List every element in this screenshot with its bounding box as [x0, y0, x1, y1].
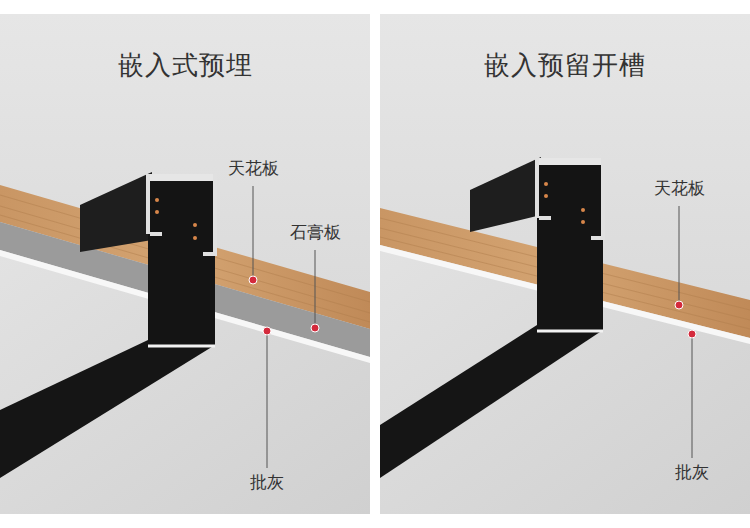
right-panel	[380, 14, 750, 514]
part-label: 天花板	[228, 158, 279, 178]
part-label: 批灰	[675, 462, 709, 482]
panel-title: 嵌入预留开槽	[484, 50, 646, 81]
part-label: 批灰	[250, 472, 284, 492]
callout-dots	[249, 276, 696, 338]
part-label: 石膏板	[290, 222, 341, 242]
panel-title: 嵌入式预埋	[118, 50, 253, 81]
leader-lines	[253, 186, 692, 468]
part-label: 天花板	[654, 178, 705, 198]
left-panel	[0, 14, 370, 514]
